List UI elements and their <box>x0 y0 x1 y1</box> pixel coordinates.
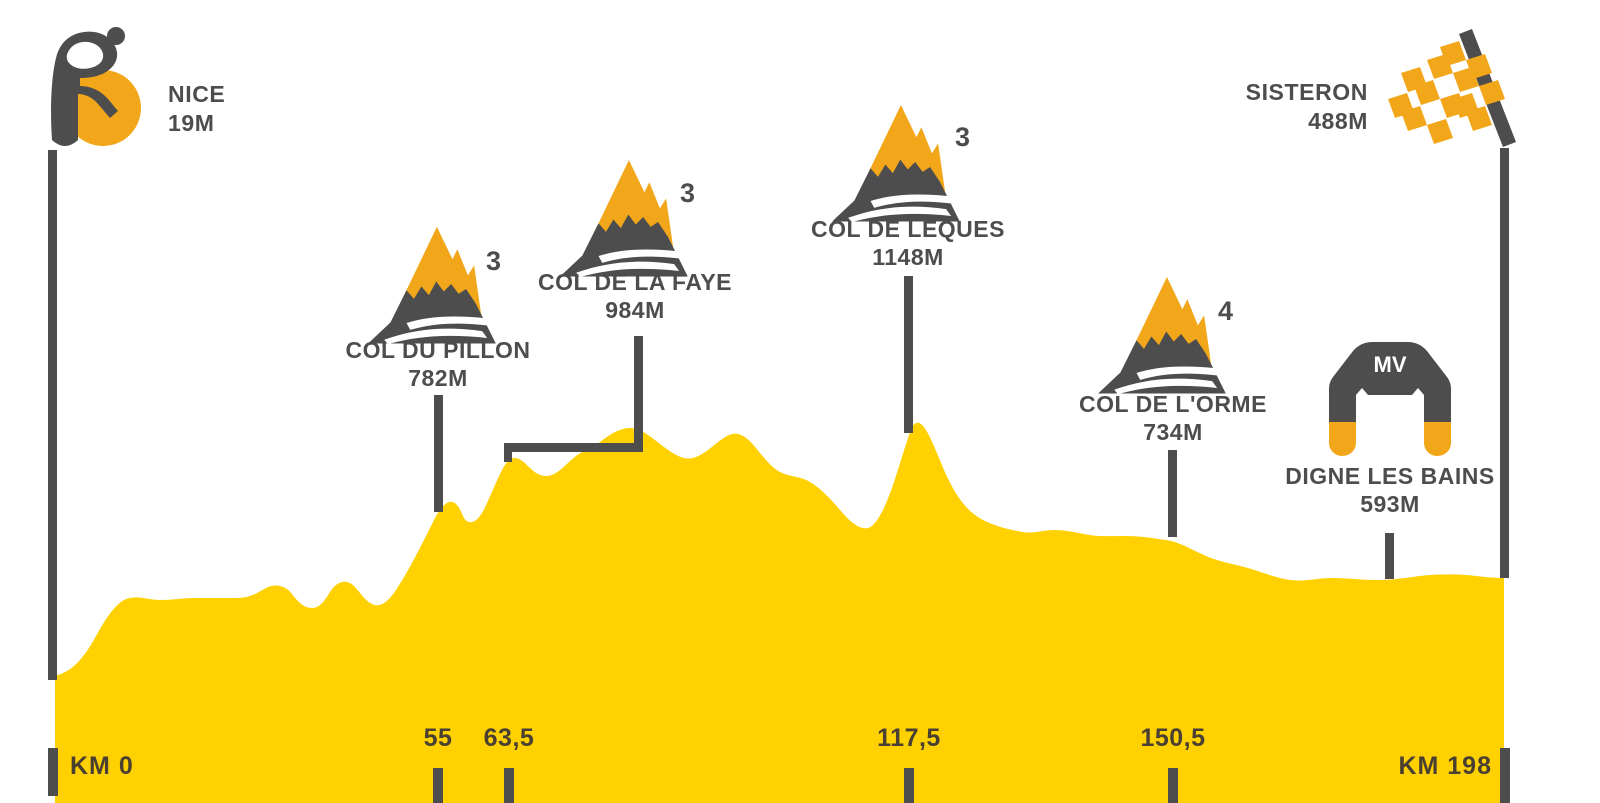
leader-line-col-de-lorme <box>1168 450 1177 537</box>
km-label-117-5: 117,5 <box>877 724 941 752</box>
leader-line-col-de-la-faye <box>504 336 643 462</box>
category-badge-col-de-lorme: 4 <box>1218 296 1234 326</box>
km-label-start: KM 0 <box>70 752 134 780</box>
km-tick-150-5 <box>1168 768 1178 803</box>
start-altitude: 19M <box>168 109 215 136</box>
start-label: NICE 19M <box>168 80 225 138</box>
km-tick-start <box>48 748 58 796</box>
poi-altitude-col-de-leques: 1148M <box>872 244 944 271</box>
poi-name-col-de-la-faye: COL DE LA FAYE <box>537 269 733 295</box>
leader-line-digne-les-bains <box>1385 533 1394 579</box>
mountain-icon-col-du-pillon <box>368 226 496 345</box>
poi-label-col-de-leques: COL DE LÈQUES 1148M <box>808 215 1008 271</box>
finish-name: SISTERON <box>1245 79 1368 105</box>
start-name: NICE <box>168 81 226 107</box>
km-tick-finish <box>1500 748 1510 803</box>
poi-name-digne-les-bains: DIGNE LES BAINS <box>1285 463 1495 489</box>
poi-name-col-de-leques: COL DE LÈQUES <box>811 216 1005 242</box>
mountain-icon-col-de-la-faye <box>560 159 688 278</box>
poi-label-digne-les-bains: DIGNE LES BAINS 593M <box>1281 462 1499 518</box>
category-badge-col-de-la-faye: 3 <box>680 178 696 208</box>
leader-line-col-du-pillon <box>434 395 443 512</box>
km-label-150-5: 150,5 <box>1140 724 1206 752</box>
km-tick-63-5 <box>504 768 514 803</box>
km-label-finish: KM 198 <box>1398 752 1492 780</box>
departure-cyclist-icon <box>51 27 141 146</box>
poi-label-col-de-lorme: COL DE L'ORME 734M <box>1073 390 1273 446</box>
mountain-icon-col-de-lorme <box>1098 276 1226 395</box>
sprint-arch-icon: MV <box>1329 342 1451 456</box>
mountain-icon-col-de-leques <box>832 104 960 223</box>
poi-altitude-col-du-pillon: 782M <box>408 365 468 392</box>
start-vertical-rule <box>48 150 57 680</box>
poi-label-col-du-pillon: COL DU PILLON 782M <box>338 336 538 392</box>
sprint-arch-label: MV <box>1374 352 1407 377</box>
category-badge-col-du-pillon: 3 <box>486 246 502 276</box>
category-badge-col-de-leques: 3 <box>955 122 971 152</box>
poi-name-col-du-pillon: COL DU PILLON <box>345 337 531 363</box>
finish-vertical-rule <box>1500 148 1509 578</box>
km-label-55: 55 <box>423 724 453 752</box>
elevation-area-path <box>55 422 1504 803</box>
km-tick-55 <box>433 768 443 803</box>
poi-altitude-digne-les-bains: 593M <box>1360 491 1420 518</box>
finish-label: SISTERON 488M <box>1246 78 1368 136</box>
checkered-flag-icon <box>1388 29 1516 147</box>
poi-altitude-col-de-lorme: 734M <box>1143 419 1203 446</box>
poi-altitude-col-de-la-faye: 984M <box>605 297 665 324</box>
km-label-63-5: 63,5 <box>483 724 535 752</box>
poi-name-col-de-lorme: COL DE L'ORME <box>1079 391 1267 417</box>
km-tick-117-5 <box>904 768 914 803</box>
leader-line-col-de-leques <box>904 276 913 433</box>
poi-label-col-de-la-faye: COL DE LA FAYE 984M <box>533 268 737 324</box>
finish-altitude: 488M <box>1308 107 1368 134</box>
